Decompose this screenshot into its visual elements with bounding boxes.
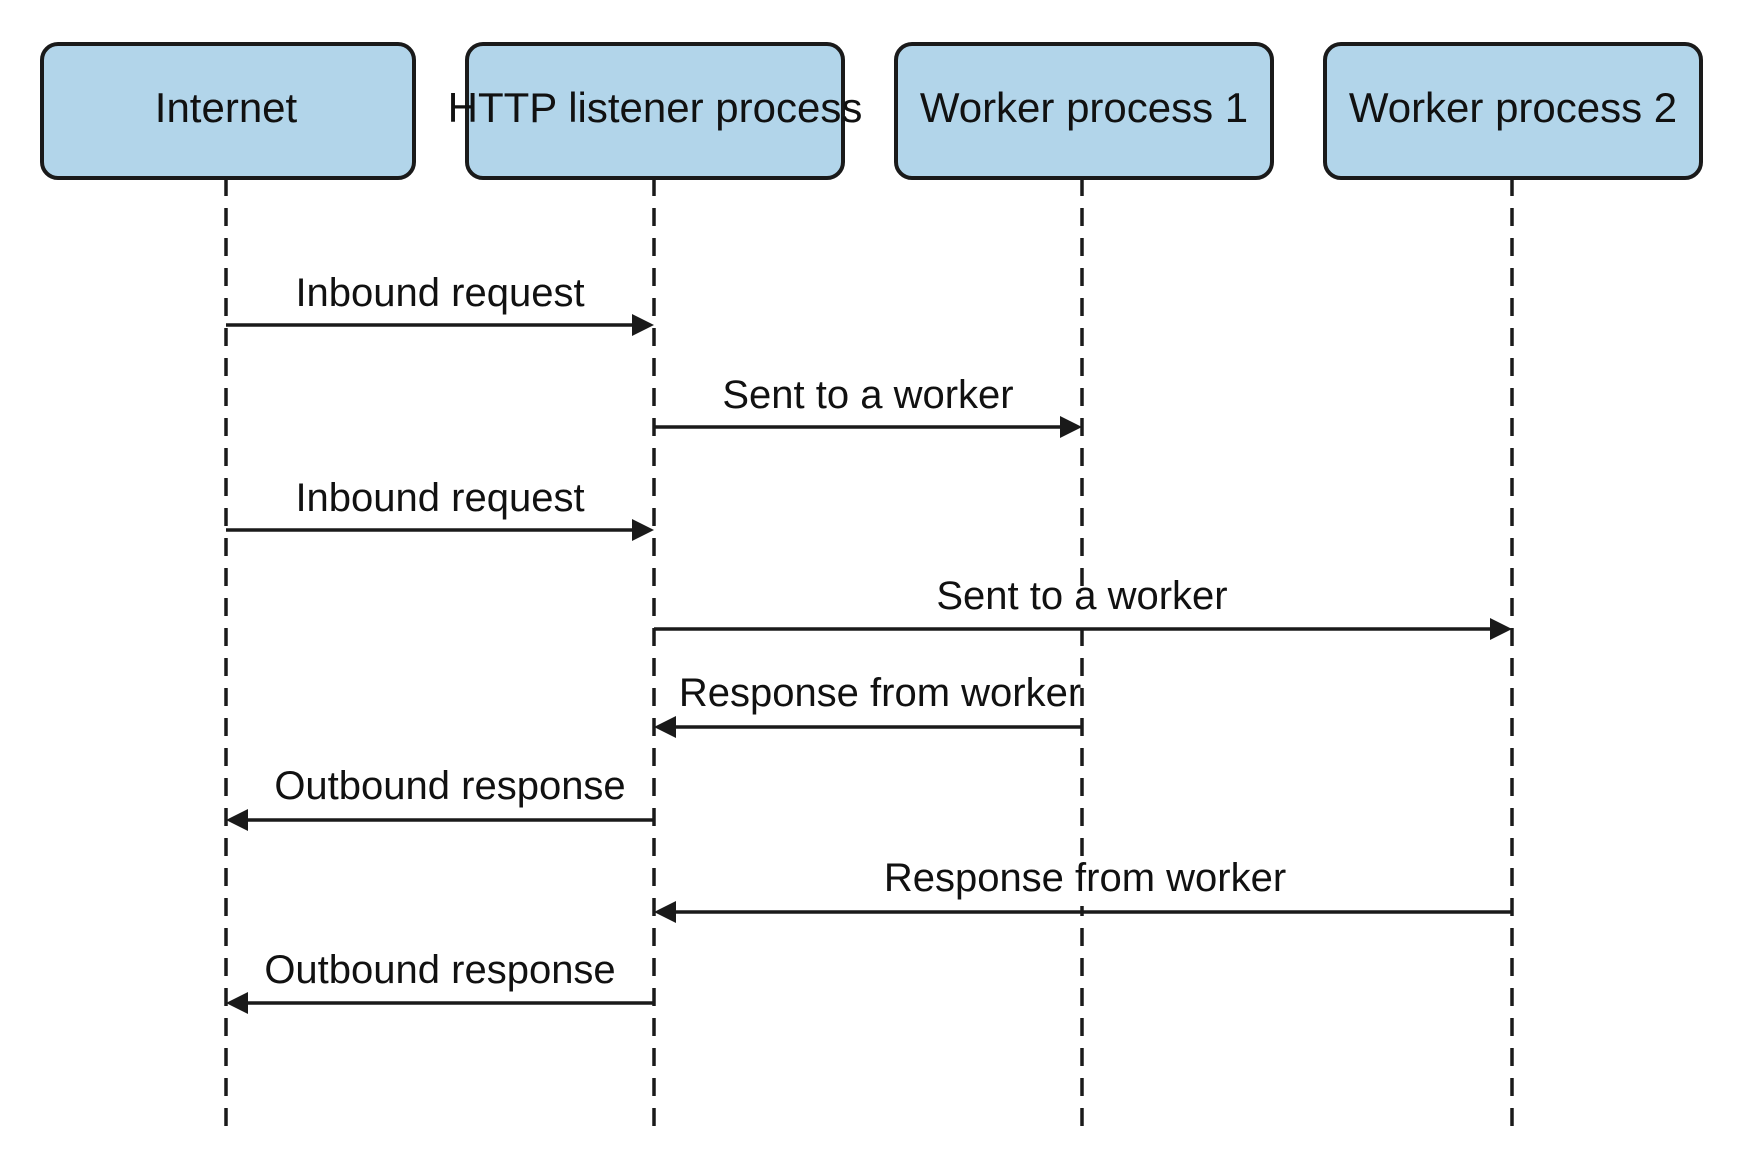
arrowhead-right-icon xyxy=(1490,618,1512,640)
arrowhead-left-icon xyxy=(654,716,676,738)
message-sent-to-worker-2: Sent to a worker xyxy=(654,574,1512,640)
message-label: Response from worker xyxy=(884,856,1286,900)
message-response-from-worker-1: Response from worker xyxy=(654,671,1082,738)
message-label: Response from worker xyxy=(679,671,1081,715)
participant-worker-2-label: Worker process 2 xyxy=(1349,84,1677,131)
arrowhead-left-icon xyxy=(654,901,676,923)
participant-internet: Internet xyxy=(40,42,416,180)
participant-worker-1: Worker process 1 xyxy=(894,42,1274,180)
message-response-from-worker-2: Response from worker xyxy=(654,856,1512,923)
participant-http-listener-label: HTTP listener process xyxy=(448,84,863,131)
message-inbound-request-1: Inbound request xyxy=(226,271,654,336)
message-label: Inbound request xyxy=(295,476,584,520)
message-sent-to-worker-1: Sent to a worker xyxy=(654,373,1082,438)
message-outbound-response-1: Outbound response xyxy=(226,764,654,831)
message-label: Outbound response xyxy=(264,948,615,992)
message-label: Outbound response xyxy=(274,764,625,808)
participant-internet-label: Internet xyxy=(155,84,298,131)
message-label: Sent to a worker xyxy=(722,373,1013,417)
message-label: Sent to a worker xyxy=(936,574,1227,618)
participant-worker-2: Worker process 2 xyxy=(1323,42,1703,180)
arrowhead-left-icon xyxy=(226,992,248,1014)
message-outbound-response-2: Outbound response xyxy=(226,948,654,1014)
participant-http-listener: HTTP listener process xyxy=(448,42,863,180)
arrowhead-right-icon xyxy=(1060,416,1082,438)
arrowhead-right-icon xyxy=(632,519,654,541)
arrowhead-left-icon xyxy=(226,809,248,831)
arrowhead-right-icon xyxy=(632,314,654,336)
message-inbound-request-2: Inbound request xyxy=(226,476,654,541)
participant-worker-1-label: Worker process 1 xyxy=(920,84,1248,131)
message-label: Inbound request xyxy=(295,271,584,315)
